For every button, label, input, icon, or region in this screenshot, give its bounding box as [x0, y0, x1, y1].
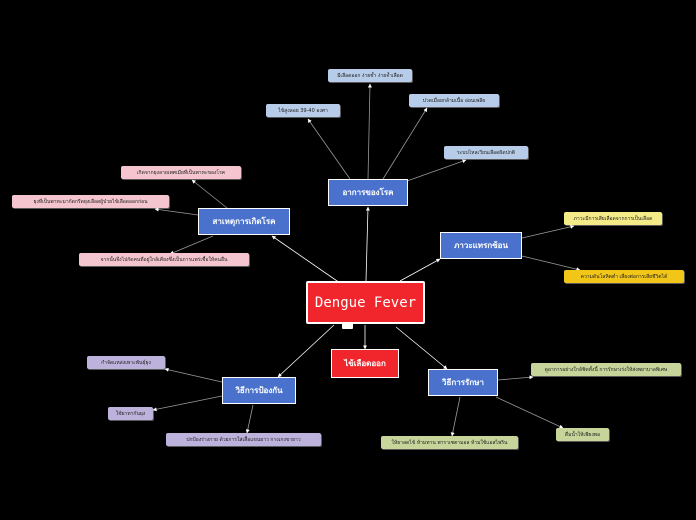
- connector-causes-3: [169, 235, 214, 255]
- connector-treatment-3: [450, 396, 461, 437]
- connector-causes-2: [154, 207, 199, 216]
- central-topic[interactable]: Dengue Fever: [306, 281, 425, 324]
- connector-complications-2: [521, 255, 581, 272]
- symptom-item[interactable]: ไข้สูงลอย 39-40 องศา: [266, 104, 340, 117]
- central-subtitle-topic[interactable]: ไข้เลือดออก: [331, 349, 399, 378]
- connector-central-prevention: [277, 324, 335, 378]
- symptom-item[interactable]: ปวดเมื่อยกล้ามเนื้อ อ่อนเพลีย: [409, 94, 499, 107]
- connector-central-causes: [271, 235, 341, 284]
- treatment-item[interactable]: ดูอาการอย่างใกล้ชิดทั้งนี้ การรักษาเร่งใ…: [531, 363, 681, 376]
- connector-symptoms-4: [406, 159, 467, 182]
- branch-treatment[interactable]: วิธีการรักษา: [428, 369, 498, 396]
- prevention-item[interactable]: กำจัดแหล่งเพาะพันธุ์ยุง: [87, 356, 165, 369]
- cause-item[interactable]: เกิดจากยุงลายเพศเมียที่เป็นพาหะของโรค: [121, 166, 241, 179]
- connector-prevention-2: [152, 395, 223, 412]
- branch-prevention[interactable]: วิธีการป้องกัน: [222, 377, 296, 404]
- cause-item[interactable]: ยุงที่เป็นพาหะมากัดกรีดยุงเลือดผู้ป่วยไข…: [12, 195, 169, 208]
- connector-central-complications: [399, 258, 441, 282]
- connector-central-symptoms: [365, 206, 370, 282]
- branch-complications[interactable]: ภาวะแทรกซ้อน: [440, 232, 522, 259]
- branch-causes[interactable]: สาเหตุการเกิดโรค: [198, 208, 290, 235]
- prevention-item[interactable]: ใช้ยาทากันยุง: [108, 407, 153, 420]
- symptom-item[interactable]: ระบบไหลเวียนเลือดผิดปกติ: [444, 146, 528, 159]
- prevention-item[interactable]: ปกป้องร่างกาย ด้วยการใส่เสื้อแขนยาว กางเ…: [166, 433, 321, 446]
- connector-symptoms-2: [367, 83, 372, 180]
- cause-item[interactable]: จากนั้นจึงไปกัดคนที่อยู่ใกล้เคียงซึ่งเป็…: [79, 253, 249, 266]
- connector-treatment-2: [495, 396, 564, 429]
- connector-prevention-3: [245, 404, 254, 434]
- connector-complications-1: [521, 224, 575, 239]
- treatment-item[interactable]: ดื่มน้ำให้เพียงพอ: [556, 428, 609, 441]
- connector-symptoms-3: [382, 107, 428, 180]
- connector-causes-1: [191, 179, 228, 209]
- complication-item[interactable]: ความดันโลหิตต่ำ เสี่ยงต่อการเสียชีวิตได้: [564, 270, 684, 283]
- connector-prevention-1: [164, 367, 223, 383]
- central-collapse-handle[interactable]: [342, 323, 353, 329]
- connector-symptoms-1: [307, 118, 351, 180]
- connector-central-treatment: [395, 326, 448, 370]
- branch-symptoms[interactable]: อาการของโรค: [328, 179, 408, 206]
- connector-treatment-1: [497, 375, 534, 381]
- treatment-item[interactable]: ให้ยาลดไข้ ห้ามทาน พาราเซตามอล ห้ามใช้แอ…: [381, 436, 518, 449]
- complication-item[interactable]: ภาวะมีการเสียเลือดจากการเป็นเลือด: [564, 212, 662, 225]
- symptom-item[interactable]: มีเลือดออก ง่ายช้ำ ง่ายจ้ำเลือด: [328, 69, 412, 82]
